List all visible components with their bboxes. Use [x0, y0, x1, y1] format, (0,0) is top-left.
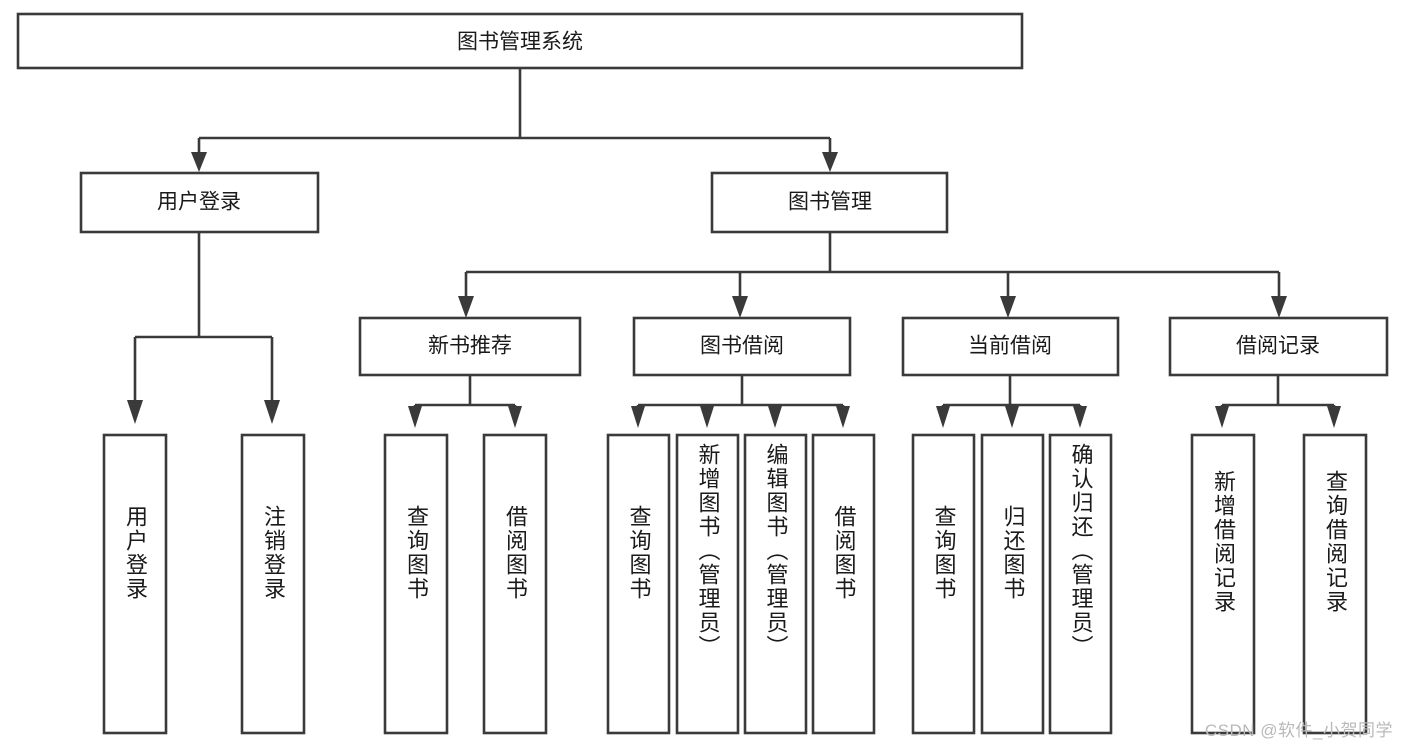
arrow-nbr-leaf-1 — [408, 406, 422, 428]
arrow-bb-leaf-3 — [768, 406, 782, 428]
leaf-book-borrow-4[interactable] — [811, 433, 876, 735]
node-book-borrow[interactable] — [632, 316, 852, 377]
leaf-book-borrow-1[interactable] — [606, 433, 671, 735]
leaf-borrow-record-1[interactable] — [1190, 433, 1256, 735]
node-user-login-label: 用户登录 — [157, 191, 241, 214]
arrow-user-login-leaf-2 — [264, 400, 280, 424]
arrow-bb-leaf-4 — [836, 406, 850, 428]
arrow-bb-leaf-1 — [631, 406, 645, 428]
csdn-watermark: CSDN @软件_小贺同学 — [1204, 721, 1393, 740]
arrow-bm-to-book-borrow — [732, 296, 748, 318]
node-current-borrow[interactable] — [901, 316, 1120, 377]
node-new-book-recommend[interactable] — [358, 316, 582, 377]
arrow-user-login-leaf-1 — [127, 400, 143, 424]
node-borrow-record-label: 借阅记录 — [1236, 335, 1320, 358]
leaf-borrow-record-2[interactable] — [1302, 433, 1368, 735]
node-root-label: 图书管理系统 — [457, 31, 583, 54]
leaf-user-login-1[interactable] — [102, 433, 168, 735]
leaf-current-borrow-3[interactable] — [1048, 433, 1113, 735]
arrow-bb-leaf-2 — [700, 406, 714, 428]
leaf-user-login-2[interactable] — [240, 433, 306, 735]
arrow-bm-to-new-book-recommend — [458, 296, 474, 318]
arrow-root-to-user-login — [191, 152, 207, 172]
node-book-borrow-label: 图书借阅 — [700, 335, 784, 358]
arrow-bm-to-current-borrow — [1000, 296, 1016, 318]
arrow-cb-leaf-3 — [1073, 406, 1087, 428]
arrow-cb-leaf-1 — [936, 406, 950, 428]
leaf-current-borrow-2[interactable] — [980, 433, 1045, 735]
leaf-book-borrow-2[interactable] — [675, 433, 740, 735]
leaf-new-book-recommend-2[interactable] — [482, 433, 548, 735]
node-borrow-record[interactable] — [1168, 316, 1389, 377]
arrow-bm-to-borrow-record — [1271, 296, 1287, 318]
node-current-borrow-label: 当前借阅 — [968, 335, 1052, 358]
leaf-book-borrow-3[interactable] — [743, 433, 808, 735]
node-new-book-recommend-label: 新书推荐 — [428, 335, 512, 358]
node-book-management-label: 图书管理 — [788, 191, 872, 214]
leaf-new-book-recommend-1[interactable] — [383, 433, 449, 735]
arrow-root-to-book-management — [822, 152, 838, 172]
leaf-current-borrow-1[interactable] — [911, 433, 976, 735]
arrow-br-leaf-1 — [1215, 406, 1229, 428]
node-book-management[interactable] — [710, 171, 949, 234]
arrow-cb-leaf-2 — [1005, 406, 1019, 428]
arrow-br-leaf-2 — [1327, 406, 1341, 428]
node-root-book-management-system[interactable] — [16, 12, 1024, 70]
arrow-nbr-leaf-2 — [508, 406, 522, 428]
